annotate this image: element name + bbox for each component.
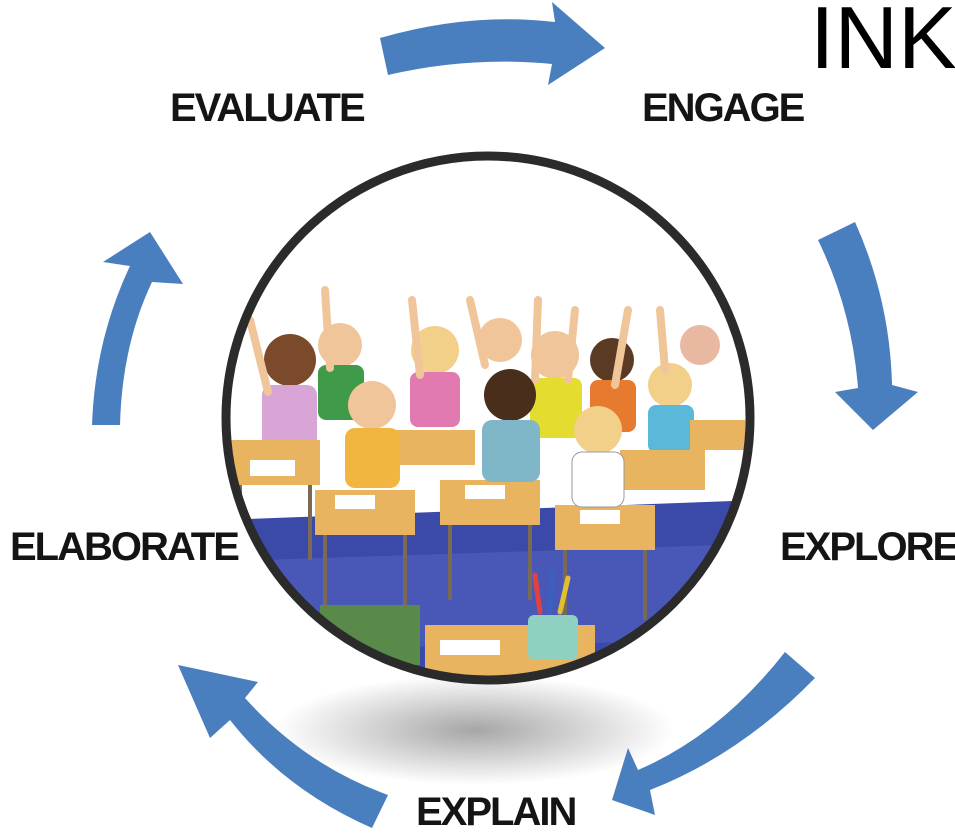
circle-shadow <box>275 675 675 785</box>
stage-label-engage: ENGAGE <box>642 86 805 130</box>
arrow-engage-to-explore <box>818 222 918 430</box>
stage-label-evaluate: EVALUATE <box>170 86 366 130</box>
desks <box>230 420 745 550</box>
corner-text: INK <box>810 0 955 87</box>
cycle-arrows <box>92 2 918 828</box>
classroom-illustration <box>221 151 755 685</box>
front-row-students <box>345 369 625 508</box>
stage-label-explain: EXPLAIN <box>416 790 577 834</box>
arrow-explore-to-explain <box>612 652 815 815</box>
arrow-elaborate-to-evaluate <box>92 232 183 425</box>
arrow-evaluate-to-engage <box>380 2 605 85</box>
stage-label-elaborate: ELABORATE <box>10 525 240 569</box>
stage-label-explore: EXPLORE <box>780 525 955 569</box>
arrow-explain-to-elaborate <box>178 665 388 828</box>
image-circle-border <box>221 151 755 685</box>
